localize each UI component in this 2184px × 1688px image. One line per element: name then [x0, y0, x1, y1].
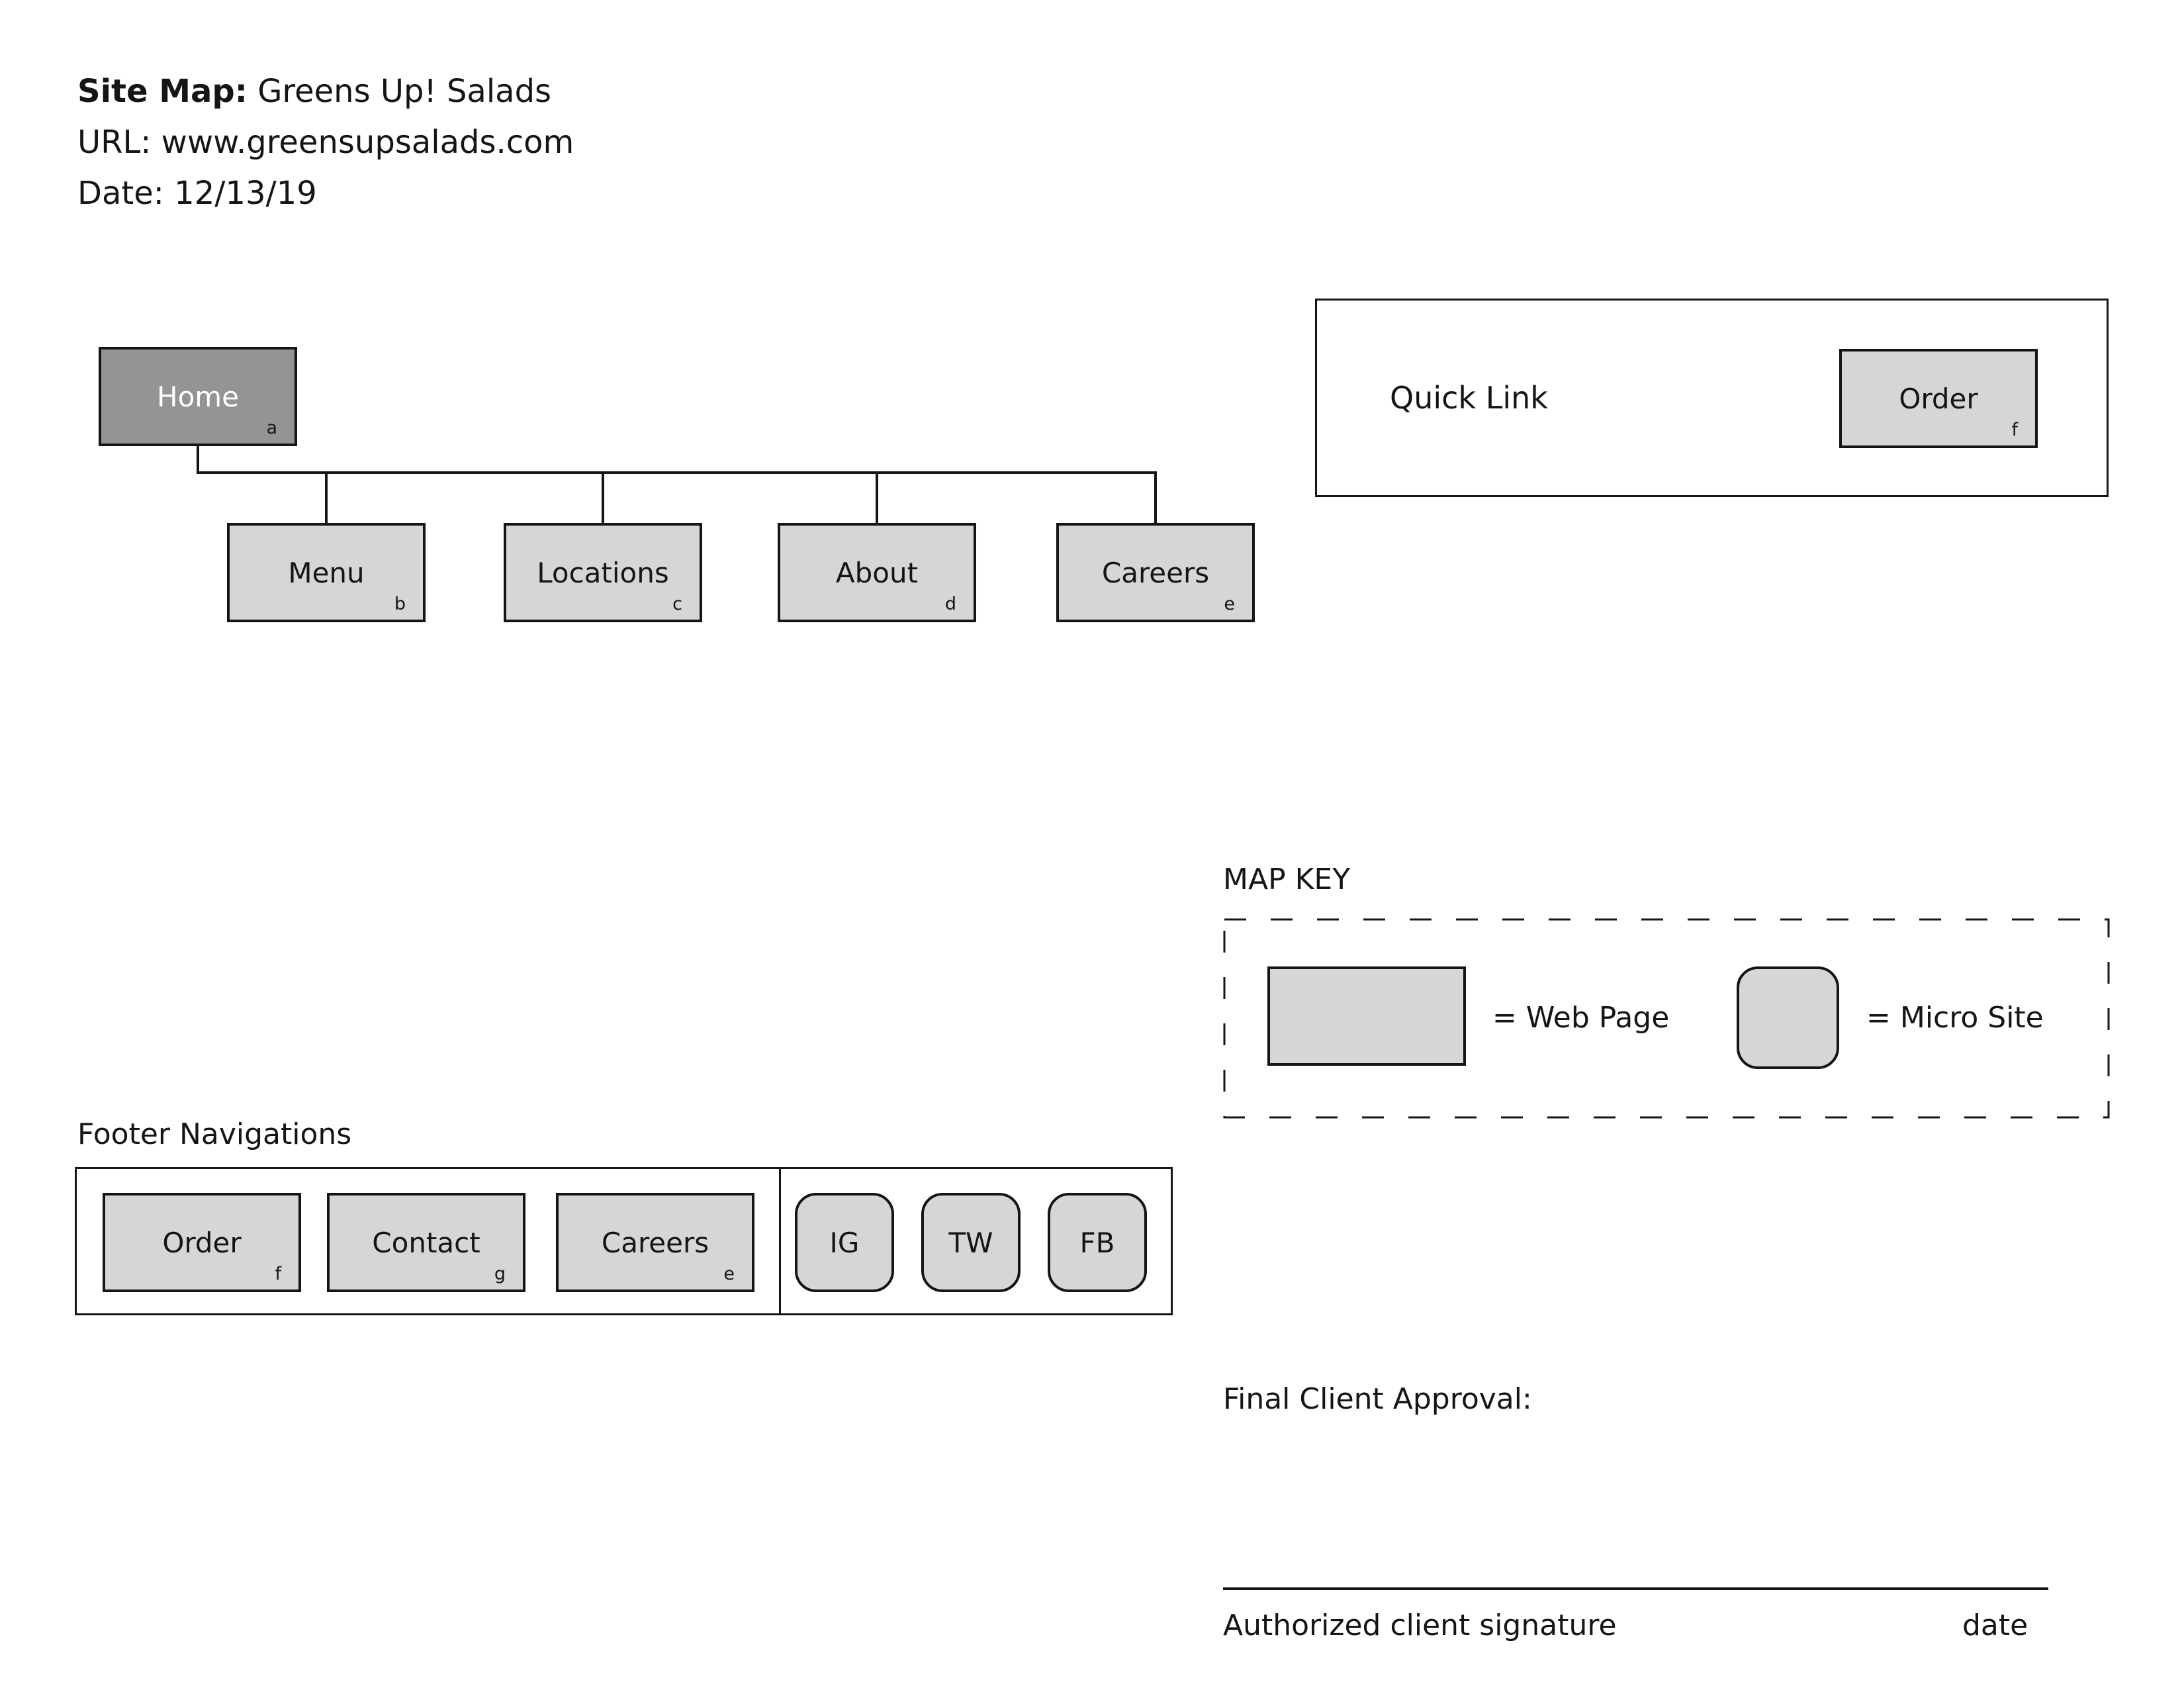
node-label: Careers: [601, 1226, 709, 1259]
connector-line: [325, 471, 328, 523]
sitemap-node-home: Home a: [99, 347, 297, 446]
node-letter: a: [266, 418, 277, 438]
footer-navigations-panel: Order f Contact g Careers e IG TW FB: [75, 1167, 1173, 1315]
sitemap-node-about: About d: [778, 523, 976, 622]
micro-site-label: = Micro Site: [1866, 1001, 2044, 1035]
footer-node-careers: Careers e: [556, 1193, 754, 1292]
node-letter: b: [394, 594, 406, 614]
footer-navigations-title: Footer Navigations: [77, 1117, 352, 1151]
date-line: Date: 12/13/19: [77, 175, 317, 212]
node-label: About: [835, 556, 919, 589]
node-label: TW: [948, 1226, 993, 1259]
node-letter: f: [275, 1264, 281, 1284]
date-caption: date: [1962, 1609, 2028, 1642]
footer-node-instagram: IG: [795, 1193, 894, 1292]
footer-node-contact: Contact g: [327, 1193, 525, 1292]
node-label: Order: [162, 1226, 242, 1259]
quick-link-node-order: Order f: [1839, 349, 2038, 448]
sitemap-node-locations: Locations c: [504, 523, 702, 622]
url-line: URL: www.greensupsalads.com: [77, 124, 574, 161]
node-label: IG: [829, 1226, 860, 1259]
node-letter: e: [723, 1264, 735, 1284]
map-key-legend: = Web Page = Micro Site: [1223, 918, 2110, 1119]
connector-line: [876, 471, 878, 523]
web-page-label: = Web Page: [1492, 1001, 1670, 1035]
footer-node-facebook: FB: [1048, 1193, 1147, 1292]
node-letter: d: [944, 594, 956, 614]
node-label: Home: [156, 380, 240, 413]
footer-node-order: Order f: [103, 1193, 301, 1292]
node-label: Contact: [372, 1226, 480, 1259]
node-letter: c: [672, 594, 682, 614]
node-letter: f: [2011, 420, 2018, 440]
sitemap-node-careers: Careers e: [1056, 523, 1255, 622]
node-letter: g: [494, 1264, 506, 1284]
sitemap-title-line: Site Map: Greens Up! Salads: [77, 66, 574, 117]
sitemap-node-menu: Menu b: [227, 523, 426, 622]
connector-line: [602, 471, 604, 523]
web-page-swatch: [1267, 966, 1466, 1066]
approval-title: Final Client Approval:: [1223, 1382, 1532, 1416]
sitemap-title-label: Site Map:: [77, 73, 248, 110]
footer-node-twitter: TW: [921, 1193, 1021, 1292]
connector-line: [197, 446, 199, 474]
map-key-title: MAP KEY: [1223, 863, 1351, 896]
footer-section-divider: [779, 1169, 781, 1313]
signature-line: [1223, 1587, 2048, 1590]
sitemap-title-value: Greens Up! Salads: [247, 73, 552, 110]
document-header: Site Map: Greens Up! Salads URL: www.gre…: [77, 66, 574, 219]
node-letter: e: [1224, 594, 1235, 614]
node-label: Careers: [1101, 556, 1210, 589]
micro-site-swatch: [1737, 966, 1839, 1069]
node-label: Order: [1899, 382, 1978, 415]
quick-link-panel: Quick Link Order f: [1315, 299, 2109, 497]
node-label: FB: [1079, 1226, 1115, 1259]
signature-caption: Authorized client signature: [1223, 1609, 1617, 1642]
quick-link-title: Quick Link: [1390, 380, 1548, 416]
node-label: Menu: [288, 556, 365, 589]
map-key-dashed-border: [1223, 918, 2110, 1119]
connector-line: [1154, 471, 1157, 523]
node-label: Locations: [537, 556, 669, 589]
connector-line: [197, 471, 1157, 474]
